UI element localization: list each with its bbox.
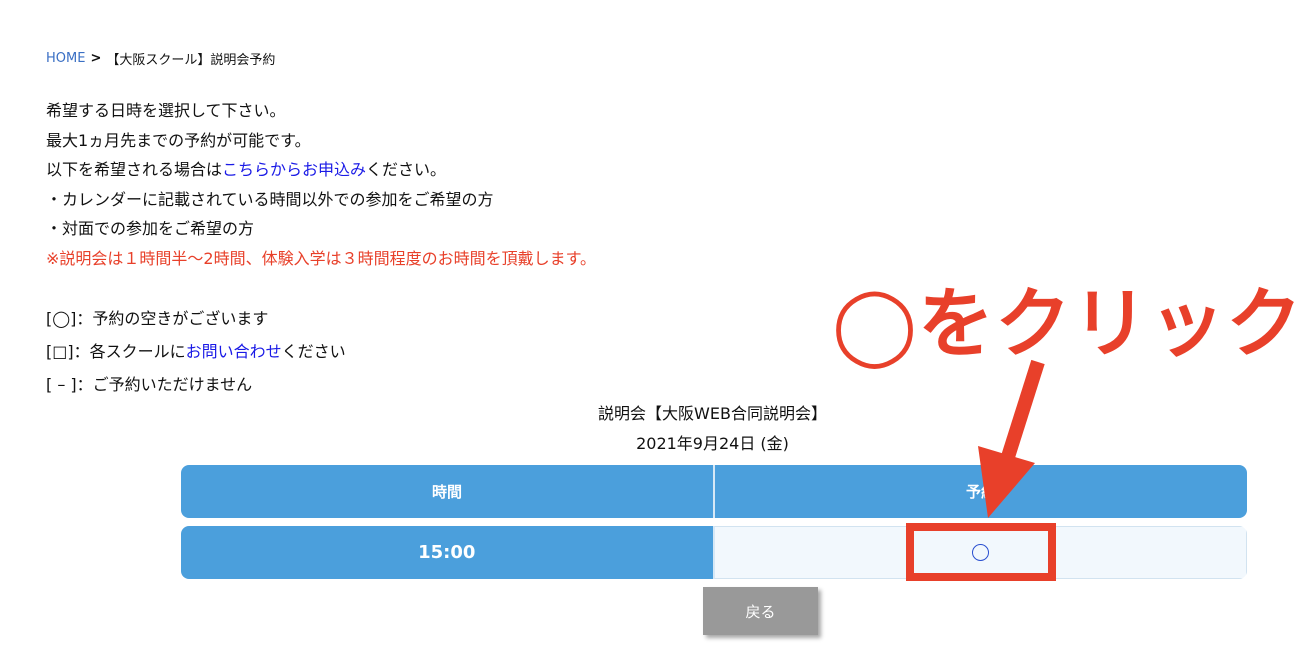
intro-text: 希望する日時を選択して下さい。 最大1ヵ月先までの予約が可能です。 以下を希望さ…: [46, 96, 596, 273]
header-time: 時間: [181, 465, 713, 518]
slot-cell[interactable]: [712, 526, 1247, 579]
intro-line-in-person: ・対面での参加をご希望の方: [46, 219, 255, 238]
intro-line-limit: 最大1ヵ月先までの予約が可能です。: [46, 130, 311, 150]
header-reservation: 予約: [713, 465, 1247, 518]
annotation-label: ◯をクリック: [832, 279, 1300, 368]
duration-warning: ※説明会は１時間半〜2時間、体験入学は３時間程度のお時間を頂戴します。: [46, 248, 596, 268]
legend-contact-after: ください: [281, 342, 346, 361]
legend-contact: [□]：各スクールにお問い合わせください: [46, 335, 346, 368]
table-header-row: 時間 予約: [181, 465, 1247, 518]
breadcrumb-separator: >: [90, 51, 102, 66]
intro-line-select: 希望する日時を選択して下さい。: [46, 101, 286, 120]
intro-line-other-time: ・カレンダーに記載されている時間以外での参加をご希望の方: [46, 189, 494, 209]
breadcrumb-home-link[interactable]: HOME: [46, 51, 86, 66]
back-button[interactable]: 戻る: [703, 587, 818, 635]
legend-contact-before: [□]：各スクールに: [46, 342, 186, 361]
intro-apply-after: ください。: [366, 160, 447, 179]
breadcrumb-current: 【大阪スクール】説明会予約: [106, 53, 276, 68]
legend-available: [◯]：予約の空きがございます: [46, 309, 269, 328]
time-cell: 15:00: [181, 526, 713, 579]
intro-line-apply: 以下を希望される場合はこちらからお申込みください。: [46, 155, 596, 185]
apply-link[interactable]: こちらからお申込み: [222, 160, 367, 179]
available-slot-icon[interactable]: [971, 544, 989, 561]
table-row: 15:00: [181, 526, 1247, 579]
contact-link[interactable]: お問い合わせ: [185, 342, 282, 361]
breadcrumb: HOME > 【大阪スクール】説明会予約: [46, 49, 275, 68]
intro-apply-before: 以下を希望される場合は: [46, 160, 223, 179]
legend-unavailable: [ – ]：ご予約いただけません: [46, 375, 253, 394]
event-date: 2021年9月24日 (金): [636, 434, 789, 453]
event-title: 説明会【大阪WEB合同説明会】: [598, 404, 827, 423]
legend: [◯]：予約の空きがございます [□]：各スクールにお問い合わせください [ –…: [46, 302, 346, 401]
reservation-table: 時間 予約 15:00: [181, 465, 1247, 579]
